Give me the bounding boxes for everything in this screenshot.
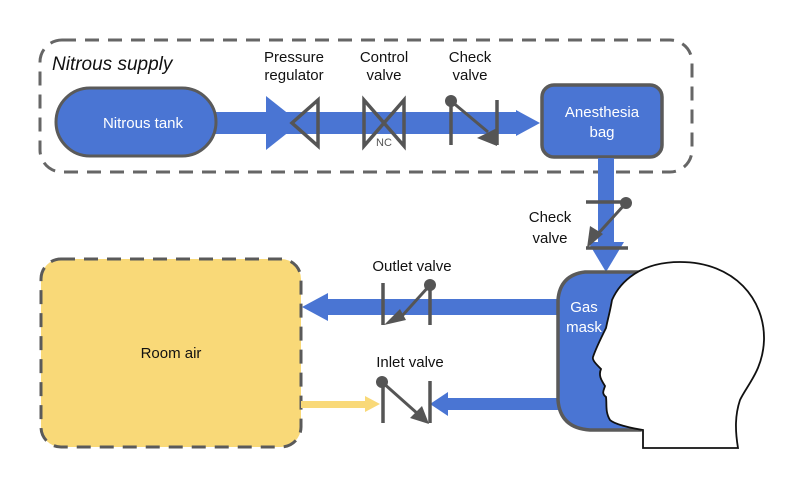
check-valve-top-symbol <box>445 95 499 146</box>
outlet-valve-label: Outlet valve <box>372 258 451 275</box>
control-valve-nc-label: NC <box>376 137 392 149</box>
pressure-regulator-symbol <box>289 96 320 150</box>
nitrous-supply-title: Nitrous supply <box>52 54 174 75</box>
pressure-regulator-label-1: Pressure <box>264 49 324 66</box>
check-valve-mid-label-2: valve <box>532 230 567 247</box>
nitrous-supply-group <box>38 38 694 174</box>
check-valve-top-label-2: valve <box>452 67 487 84</box>
check-valve-top[interactable]: Check valve <box>445 49 499 146</box>
nitrous-tank-label: Nitrous tank <box>103 115 184 132</box>
inlet-valve[interactable]: Inlet valve <box>376 354 444 424</box>
control-valve-symbol-left <box>362 95 387 151</box>
pressure-regulator[interactable]: Pressure regulator <box>264 49 324 150</box>
gas-mask-label-1: Gas <box>570 299 598 316</box>
outlet-valve-symbol <box>381 279 436 325</box>
outlet-flow-arrow <box>302 293 565 321</box>
inlet-flow-arrow <box>430 392 563 416</box>
outlet-valve[interactable]: Outlet valve <box>372 258 452 325</box>
supply-flow-arrow <box>200 96 540 150</box>
gas-mask-label-2: mask <box>566 319 602 336</box>
inlet-valve-label: Inlet valve <box>376 354 444 371</box>
room-air-label: Room air <box>141 345 202 362</box>
room-air[interactable]: Room air <box>39 257 303 449</box>
control-valve-symbol-right <box>381 95 406 151</box>
anesthesia-bag[interactable]: Anesthesia bag <box>540 83 664 159</box>
head-silhouette-icon <box>591 261 765 449</box>
pressure-regulator-label-2: regulator <box>264 67 323 84</box>
check-valve-mid-label-1: Check <box>529 209 572 226</box>
check-valve-mid[interactable]: Check valve <box>529 197 632 250</box>
control-valve[interactable]: Control valve NC <box>360 49 408 151</box>
inlet-room-air-arrow <box>301 396 380 412</box>
anesthesia-bag-label-1: Anesthesia <box>565 104 640 121</box>
nitrous-tank[interactable]: Nitrous tank <box>54 86 218 158</box>
check-valve-mid-symbol <box>586 197 632 250</box>
bag-to-mask-arrow <box>588 158 624 272</box>
inlet-valve-symbol <box>376 376 432 424</box>
control-valve-label-2: valve <box>366 67 401 84</box>
anesthesia-bag-label-2: bag <box>589 124 614 141</box>
check-valve-top-label-1: Check <box>449 49 492 66</box>
control-valve-label-1: Control <box>360 49 408 66</box>
